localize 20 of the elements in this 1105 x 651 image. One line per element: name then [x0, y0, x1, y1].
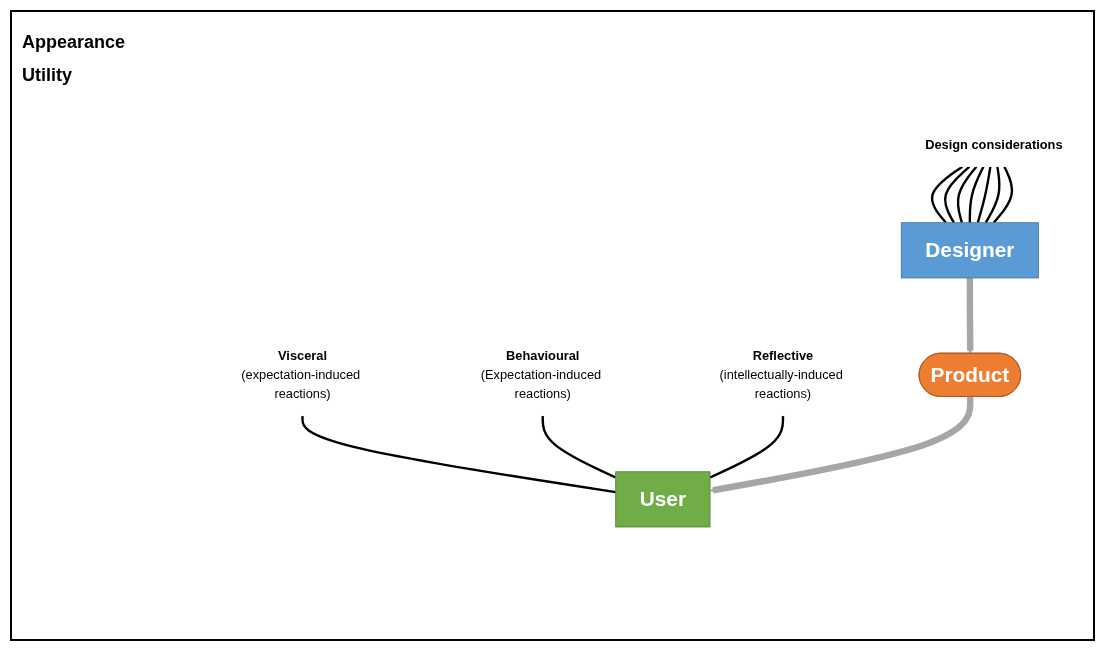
connector: [930, 165, 964, 224]
connector: [541, 416, 617, 479]
connector: [956, 166, 978, 224]
arrow: [709, 397, 974, 494]
connector: [943, 166, 971, 224]
connector: [968, 166, 985, 223]
node-box: User: [615, 471, 711, 528]
connector: [976, 166, 992, 224]
node-text: Design considerations: [925, 138, 1063, 152]
connector: [709, 416, 785, 479]
connector: [301, 416, 616, 494]
node-box: Designer: [900, 222, 1039, 279]
node-text: Visceral (expectation-induced reactions): [241, 348, 361, 401]
arrow: [966, 278, 974, 355]
node-text: Reflective (intellectually-induced reactions): [719, 348, 843, 401]
label-text: Utility: [22, 65, 73, 86]
label-text: Appearance: [22, 32, 127, 53]
connector: [984, 166, 1001, 224]
connector: [992, 166, 1014, 224]
node-text: Behavioural (Expectation-induced reactions): [480, 348, 602, 401]
